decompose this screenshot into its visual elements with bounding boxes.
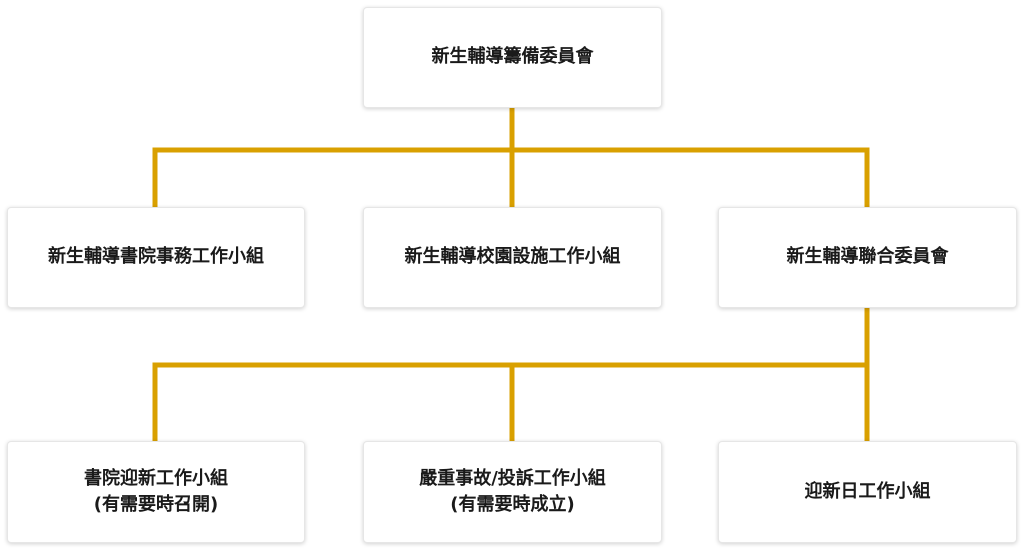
node-orientation-day-group: 迎新日工作小組 bbox=[718, 441, 1017, 543]
node-note: (有需要時成立) bbox=[450, 494, 575, 515]
node-preparatory-committee: 新生輔導籌備委員會 bbox=[363, 7, 662, 108]
node-label: 新生輔導籌備委員會 bbox=[431, 46, 594, 68]
node-label: 書院迎新工作小組 bbox=[84, 467, 228, 489]
node-note: (有需要時召開) bbox=[93, 494, 219, 515]
node-college-affairs-group: 新生輔導書院事務工作小組 bbox=[7, 207, 305, 308]
node-label: 新生輔導書院事務工作小組 bbox=[48, 246, 264, 268]
node-label: 新生輔導聯合委員會 bbox=[786, 246, 949, 268]
node-college-orientation-group: 書院迎新工作小組 (有需要時召開) bbox=[7, 441, 305, 543]
node-label: 嚴重事故/投訴工作小組 bbox=[419, 467, 606, 489]
node-label: 迎新日工作小組 bbox=[804, 480, 931, 502]
node-incident-complaint-group: 嚴重事故/投訴工作小組 (有需要時成立) bbox=[363, 441, 662, 543]
node-campus-facilities-group: 新生輔導校園設施工作小組 bbox=[363, 207, 662, 308]
node-label: 新生輔導校園設施工作小組 bbox=[404, 246, 621, 268]
node-joint-committee: 新生輔導聯合委員會 bbox=[718, 207, 1017, 308]
